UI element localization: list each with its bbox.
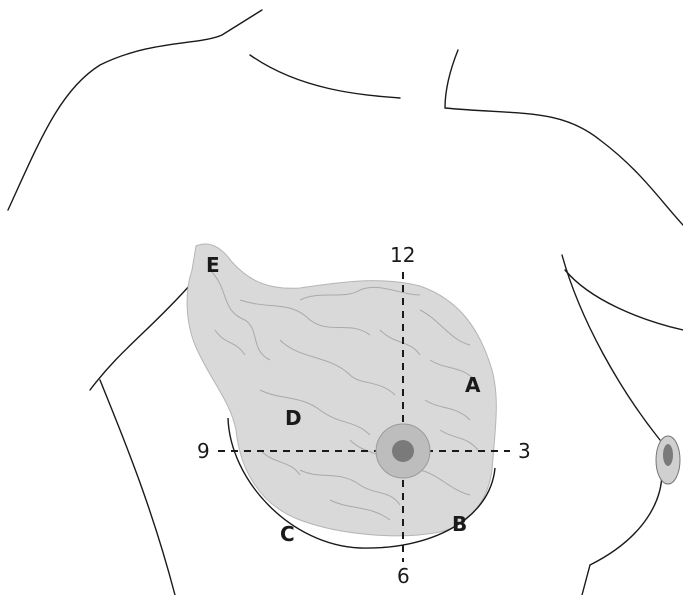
- quadrant-label-a: A: [465, 375, 480, 395]
- quadrant-label-d: D: [285, 408, 302, 428]
- clock-label-6: 6: [397, 566, 410, 586]
- breast-tissue: [187, 244, 496, 536]
- nipple: [392, 440, 414, 462]
- left-arm-inner-line: [100, 380, 175, 595]
- areola-nipple: [376, 424, 430, 478]
- right-nipple: [656, 436, 680, 484]
- left-arm-outer-line: [90, 285, 190, 390]
- right-breast-lower-line: [590, 455, 662, 565]
- clock-label-9: 9: [197, 441, 210, 461]
- quadrant-label-e: E: [206, 255, 220, 275]
- left-clavicle-line: [250, 55, 400, 98]
- right-clavicle-line: [445, 50, 683, 225]
- tissue-shape: [187, 244, 496, 536]
- clock-label-3: 3: [518, 441, 531, 461]
- right-breast-upper-line: [565, 270, 683, 330]
- quadrant-label-c: C: [280, 524, 295, 544]
- right-arm-line: [582, 565, 590, 595]
- left-shoulder-line: [8, 10, 262, 210]
- quadrant-label-b: B: [452, 514, 467, 534]
- clock-label-12: 12: [390, 245, 415, 265]
